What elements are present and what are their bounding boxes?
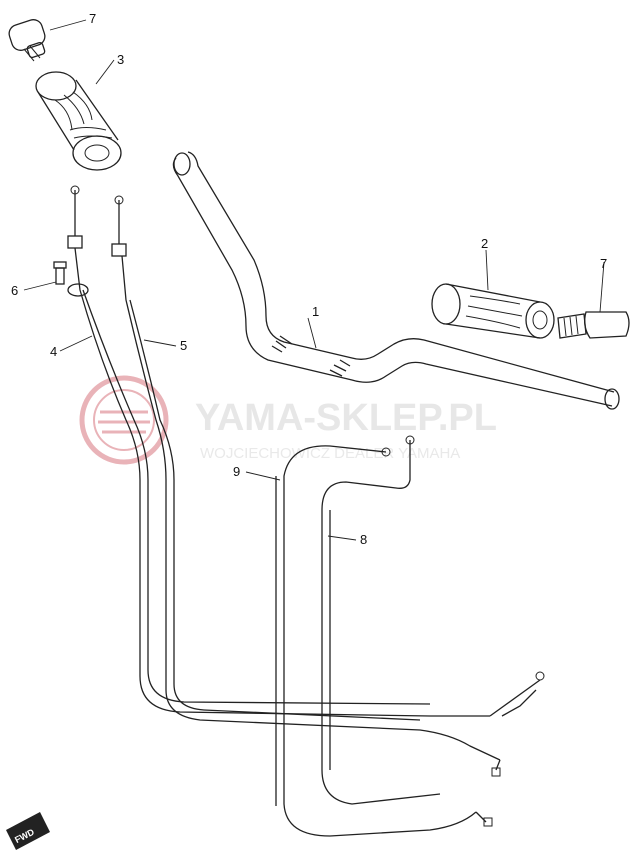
- watermark-tagline: WOJCIECHOWICZ DEALER YAMAHA: [200, 445, 460, 462]
- watermark: YAMA-SKLEP.PL WOJCIECHOWICZ DEALER YAMAH…: [79, 375, 497, 465]
- callout-1: 1: [312, 304, 319, 319]
- callout-8: 8: [360, 532, 367, 547]
- callout-9: 9: [233, 464, 240, 479]
- bar-end-weight-left[interactable]: [7, 17, 47, 62]
- bar-end-weight-right[interactable]: [557, 311, 630, 339]
- handlebar-grip-right[interactable]: [431, 283, 555, 339]
- leader-lines: [23, 19, 605, 541]
- callout-4: 4: [50, 344, 57, 359]
- cable-9[interactable]: [275, 445, 477, 837]
- throttle-cable-4[interactable]: [67, 185, 490, 717]
- handlebar[interactable]: [172, 151, 620, 410]
- fwd-direction-badge: FWD: [6, 812, 50, 850]
- callout-7-left: 7: [89, 11, 96, 26]
- callout-7-right: 7: [600, 256, 607, 271]
- throttle-cable-5[interactable]: [111, 195, 501, 761]
- callout-2: 2: [481, 236, 488, 251]
- callout-3: 3: [117, 52, 124, 67]
- callout-6: 6: [11, 283, 18, 298]
- cable-8[interactable]: [321, 435, 441, 805]
- cable-ends-right: [475, 671, 545, 827]
- watermark-brand: YAMA-SKLEP.PL: [195, 397, 497, 439]
- callout-5: 5: [180, 338, 187, 353]
- throttle-grip[interactable]: [35, 71, 122, 171]
- screw-6[interactable]: [53, 261, 67, 285]
- callout-labels: 1 2 3 4 5 6 7 7 8 9: [11, 11, 607, 547]
